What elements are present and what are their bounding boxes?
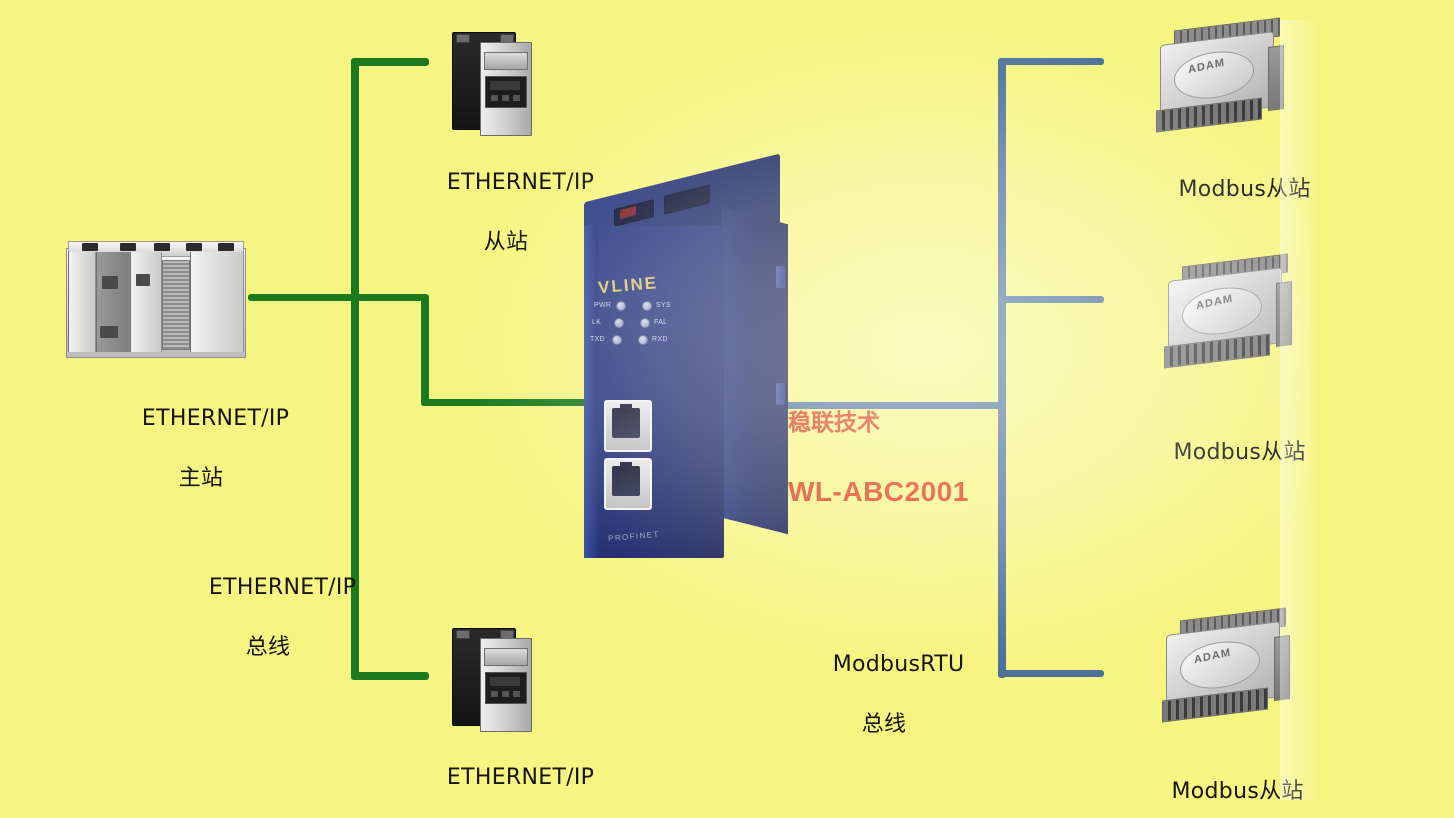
label-ethernetip-slave-bottom: ETHERNET/IP 从站: [390, 733, 622, 818]
drive-brand-strip: [484, 648, 528, 666]
drive-key: [502, 691, 509, 697]
gateway-led-fal: [640, 318, 650, 328]
ethernetip-slave-drive-top: [448, 32, 538, 140]
label-ethernetip-master-line2: 主站: [178, 466, 224, 491]
gateway-led-label-sys: SYS: [656, 302, 671, 309]
plc-comm-led-block: [136, 274, 150, 286]
gateway-led-lk: [614, 318, 624, 328]
plc-top-notch: [186, 243, 202, 251]
ethernetip-branch-top-slave: [351, 58, 429, 66]
drive-key: [513, 691, 520, 697]
adam-side-face: [1268, 45, 1284, 111]
gateway-vendor-name: 稳联技术: [788, 410, 880, 436]
label-ethernetip-bus-line2: 总线: [245, 635, 291, 660]
modbus-trunk-vertical: [998, 58, 1006, 678]
drive-mount-ear: [456, 630, 470, 639]
plc-module-power: [68, 252, 96, 352]
gateway-model-number: WL-ABC2001: [788, 476, 969, 507]
gateway-rj45-port-1[interactable]: [604, 400, 652, 452]
gateway-led-txd: [612, 335, 622, 345]
label-ethernetip-slave-bottom-line1: ETHERNET/IP: [446, 765, 595, 790]
gateway-front-bevel: [584, 226, 598, 558]
drive-mount-ear: [456, 34, 470, 43]
gateway-led-sys: [642, 301, 652, 311]
modbus-slave-module-1: ADAM: [1152, 17, 1286, 134]
modbus-branch-slave-2: [998, 296, 1104, 303]
drive-brand-strip: [484, 52, 528, 70]
drive-display: [490, 677, 520, 686]
gateway-side-tab-upper: [776, 266, 785, 288]
gateway-led-row: PWR SYS: [594, 300, 710, 313]
ethernetip-gateway-link: [421, 399, 589, 406]
modbus-branch-slave-3: [998, 670, 1104, 677]
rj45-socket-icon: [612, 462, 640, 496]
label-ethernetip-bus-line1: ETHERNET/IP: [208, 575, 357, 600]
gateway-led-row: TXD RXD: [590, 334, 706, 347]
plc-module-comm: [130, 252, 162, 352]
wl-abc2001-gateway: VLINE PWR SYS LK FAL TXD RXD PROFINET: [572, 153, 802, 568]
gateway-led-label-lk: LK: [592, 319, 602, 326]
label-modbus-slave-3: Modbus从站: [1103, 747, 1343, 818]
plc-top-notch: [218, 243, 234, 251]
label-modbusrtu-bus-line2: 总线: [861, 712, 907, 737]
gateway-side-tab-lower: [776, 383, 785, 405]
plc-top-notch: [120, 243, 136, 251]
label-ethernetip-master: ETHERNET/IP 主站: [85, 374, 317, 554]
adam-side-face: [1274, 635, 1290, 701]
label-modbusrtu-bus-line1: ModbusRTU: [832, 652, 965, 677]
rj45-socket-icon: [612, 404, 640, 438]
gateway-right-face: [722, 207, 788, 535]
label-modbus-slave-2: Modbus从站: [1105, 408, 1345, 498]
plc-module-io: [162, 260, 190, 350]
modbus-branch-slave-1: [998, 58, 1104, 65]
gateway-led-label-txd: TXD: [590, 336, 605, 343]
label-modbusrtu-bus: ModbusRTU 总线: [768, 620, 1000, 800]
gateway-led-pwr: [616, 301, 626, 311]
drive-keypad: [485, 76, 527, 108]
drive-display: [490, 81, 520, 90]
drive-key: [491, 691, 498, 697]
gateway-led-label-rxd: RXD: [652, 336, 668, 343]
label-ethernetip-bus: ETHERNET/IP 总线: [152, 543, 384, 723]
plc-cpu-port: [100, 326, 118, 338]
gateway-rj45-port-2[interactable]: [604, 458, 652, 510]
drive-keypad: [485, 672, 527, 704]
gateway-led-row: LK FAL: [592, 317, 708, 330]
ethernetip-master-plc: [66, 238, 248, 360]
label-modbus-slave-1-text: Modbus从站: [1178, 177, 1311, 202]
gateway-led-label-pwr: PWR: [594, 302, 612, 309]
gateway-vendor-model-callout: 稳联技术 WL-ABC2001: [788, 372, 969, 546]
drive-key: [513, 95, 520, 101]
plc-top-notch: [154, 243, 170, 251]
adam-side-face: [1276, 281, 1292, 347]
ethernetip-slave-drive-bottom: [448, 628, 538, 736]
label-modbus-slave-3-text: Modbus从站: [1171, 779, 1304, 804]
label-modbus-slave-2-text: Modbus从站: [1173, 440, 1306, 465]
modbus-slave-module-3: ADAM: [1158, 607, 1292, 724]
plc-module-blank: [190, 252, 244, 352]
gateway-led-label-fal: FAL: [654, 319, 668, 326]
drive-key: [502, 95, 509, 101]
plc-top-notch: [82, 243, 98, 251]
gateway-led-rxd: [638, 335, 648, 345]
label-ethernetip-master-line1: ETHERNET/IP: [141, 406, 290, 431]
label-modbus-slave-1: Modbus从站: [1110, 145, 1350, 235]
modbus-slave-module-2: ADAM: [1160, 253, 1294, 370]
plc-cpu-display: [102, 276, 118, 289]
drive-key: [491, 95, 498, 101]
